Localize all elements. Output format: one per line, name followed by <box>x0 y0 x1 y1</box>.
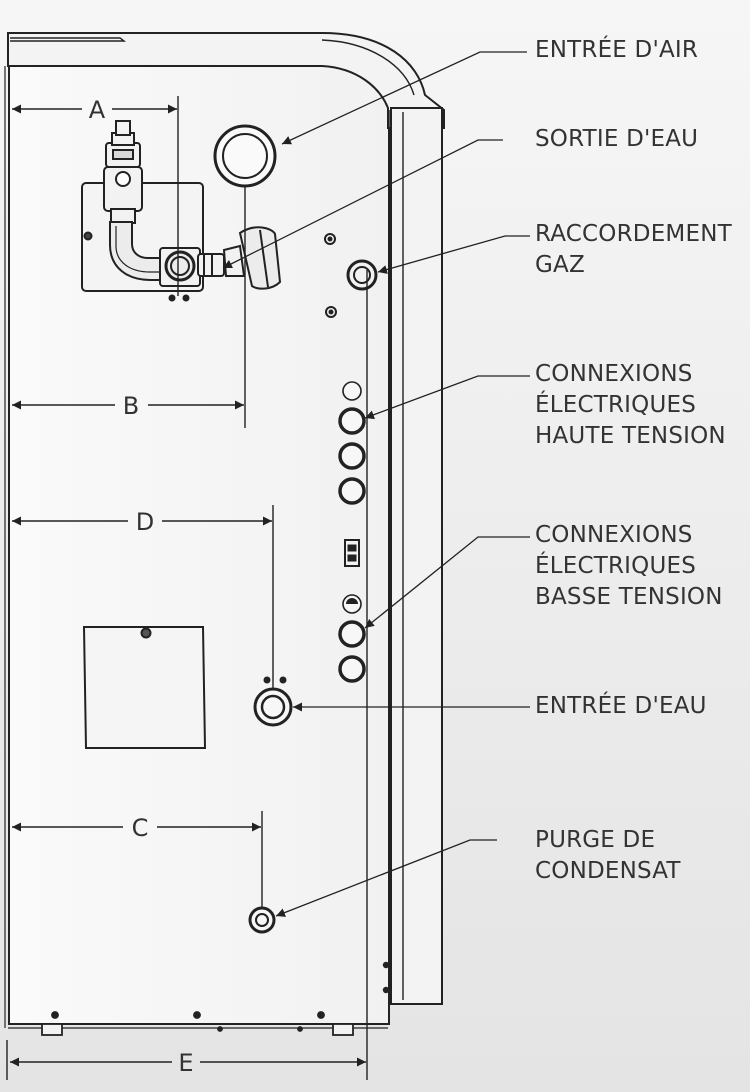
callout-entree-eau: ENTRÉE D'EAU <box>535 691 707 722</box>
callout-line: RACCORDEMENT <box>535 221 732 247</box>
callout-line: ENTRÉE D'EAU <box>535 693 707 719</box>
callout-line: SORTIE D'EAU <box>535 126 699 152</box>
water-outlet-assembly <box>81 120 282 302</box>
callout-connexions-haute-tension: CONNEXIONS ÉLECTRIQUES HAUTE TENSION <box>535 359 726 452</box>
callout-entree-air: ENTRÉE D'AIR <box>535 35 698 66</box>
callout-line: HAUTE TENSION <box>535 423 726 449</box>
dimension-label-d: D <box>136 508 154 536</box>
dimension-lines <box>6 96 368 1080</box>
callout-line: GAZ <box>535 252 585 278</box>
switch-panel <box>344 539 360 567</box>
low-voltage-knockouts <box>338 594 366 683</box>
leader-lines <box>222 51 530 917</box>
callout-line: CONNEXIONS <box>535 361 693 387</box>
dimension-label-a: A <box>89 96 106 124</box>
callout-line: PURGE DE <box>535 827 656 853</box>
callout-line: BASSE TENSION <box>535 584 723 610</box>
gas-connection-port <box>324 233 378 318</box>
side-panel <box>382 107 443 1005</box>
dimension-label-c: C <box>132 814 149 842</box>
callout-line: ENTRÉE D'AIR <box>535 37 699 63</box>
callout-line: CONNEXIONS <box>535 522 693 548</box>
callout-sortie-eau: SORTIE D'EAU <box>535 124 698 155</box>
callout-line: CONDENSAT <box>535 858 681 884</box>
high-voltage-knockouts <box>338 381 366 505</box>
top-lid <box>7 32 445 129</box>
condensate-drain-port <box>248 906 276 934</box>
callout-connexions-basse-tension: CONNEXIONS ÉLECTRIQUES BASSE TENSION <box>535 520 723 613</box>
callout-purge-condensat: PURGE DE CONDENSAT <box>535 825 681 887</box>
dimension-label-e: E <box>178 1049 193 1077</box>
air-intake-port <box>213 124 277 188</box>
access-panel <box>82 626 207 749</box>
callout-raccordement-gaz: RACCORDEMENT GAZ <box>535 219 732 281</box>
dimension-labels: A B D C E <box>89 96 194 1077</box>
callout-line: ÉLECTRIQUES <box>535 392 697 418</box>
water-inlet-port <box>253 676 293 727</box>
dimension-label-b: B <box>123 392 139 420</box>
base-feet <box>8 1011 388 1036</box>
callout-line: ÉLECTRIQUES <box>535 553 697 579</box>
